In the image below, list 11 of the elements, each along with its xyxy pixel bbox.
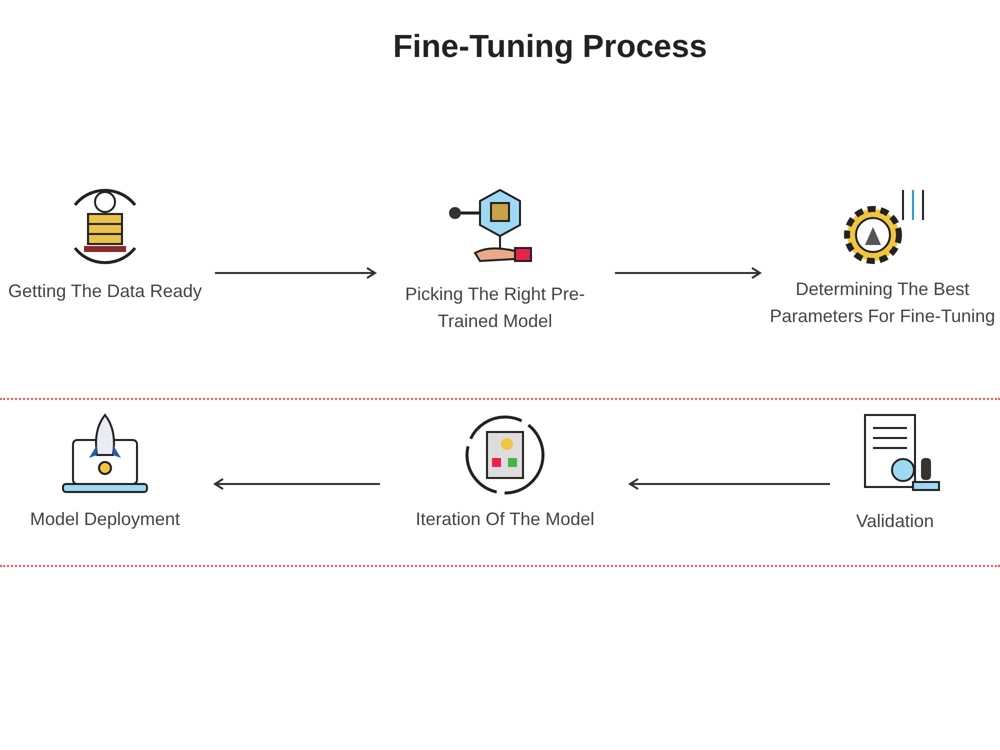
arrow xyxy=(615,267,761,279)
arrow xyxy=(214,478,380,490)
step-label: Validation xyxy=(856,510,934,533)
step-label: Picking The Right Pre-Trained Model xyxy=(404,283,586,333)
step-label: Getting The Data Ready xyxy=(8,280,202,303)
arrow xyxy=(629,478,830,490)
step-label: Model Deployment xyxy=(30,508,180,531)
title: Fine-Tuning Process xyxy=(392,28,708,65)
step-label: Determining The Best Parameters For Fine-Tuning xyxy=(768,278,996,328)
arrow xyxy=(215,267,376,279)
step-label: Iteration Of The Model xyxy=(416,508,594,531)
